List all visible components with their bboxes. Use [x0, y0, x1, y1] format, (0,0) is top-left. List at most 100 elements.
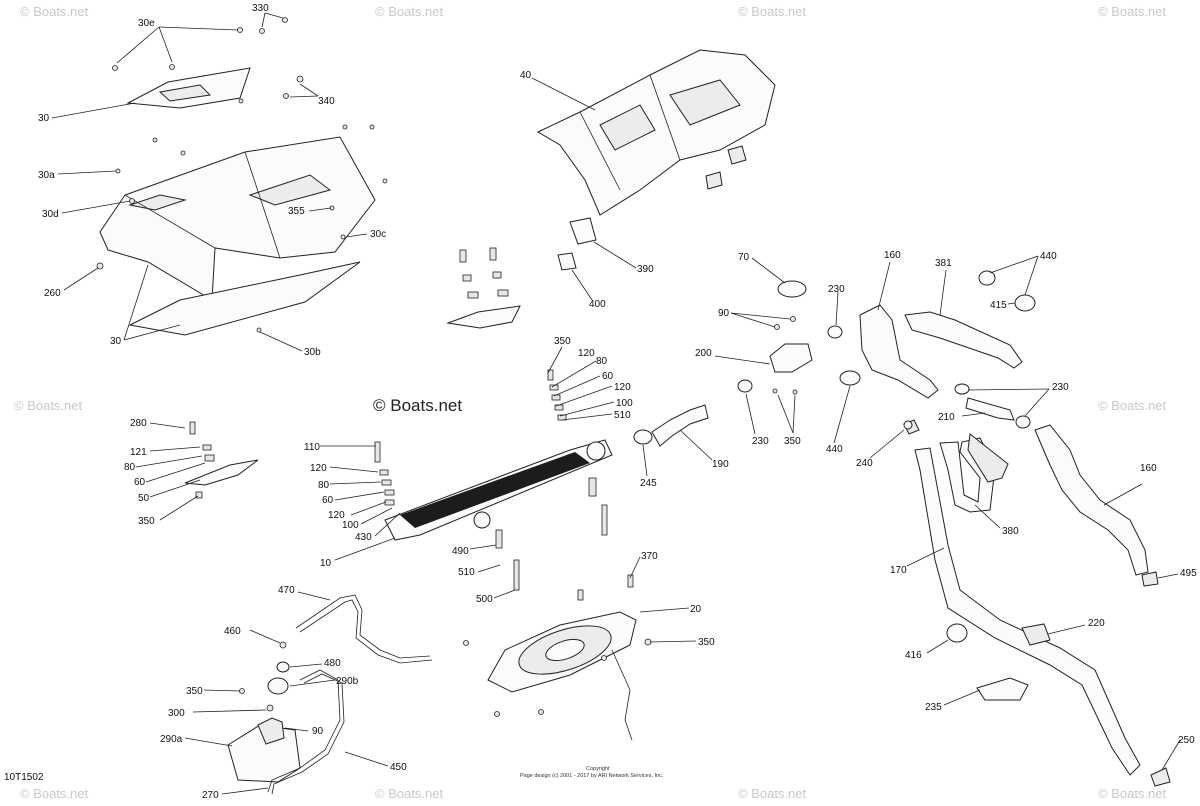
callout-label[interactable]: 160	[1140, 463, 1157, 474]
watermark: © Boats.net	[1098, 4, 1167, 19]
callout-label[interactable]: 350	[698, 637, 715, 648]
callout-labels: 330 30e 340 30 30a 30d 355 30c 260 30 30…	[38, 3, 1197, 801]
callout-label[interactable]: 170	[890, 565, 907, 576]
upper-panel-30[interactable]	[112, 17, 304, 109]
callout-label[interactable]: 340	[318, 96, 335, 107]
callout-label[interactable]: 381	[935, 258, 952, 269]
dash-housing-30[interactable]	[96, 124, 388, 336]
callout-label[interactable]: 120	[578, 348, 595, 359]
callout-label[interactable]: 300	[168, 708, 185, 719]
callout-label[interactable]: 80	[124, 462, 136, 473]
callout-label[interactable]: 80	[318, 480, 330, 491]
watermark: © Boats.net	[375, 786, 444, 801]
callout-label[interactable]: 30	[110, 336, 122, 347]
callout-label[interactable]: 460	[224, 626, 241, 637]
callout-label[interactable]: 110	[304, 442, 320, 453]
coolant-reservoir[interactable]	[227, 594, 433, 795]
callout-label[interactable]: 230	[828, 284, 845, 295]
watermark: © Boats.net	[1098, 786, 1167, 801]
callout-label[interactable]: 290a	[160, 734, 183, 745]
callout-label[interactable]: 190	[712, 459, 729, 470]
callout-label[interactable]: 80	[596, 356, 608, 367]
callout-label[interactable]: 280	[130, 418, 147, 429]
callout-label[interactable]: 90	[718, 308, 730, 319]
watermark: © Boats.net	[20, 4, 89, 19]
callout-label[interactable]: 480	[324, 658, 341, 669]
callout-label[interactable]: 500	[476, 594, 493, 605]
callout-label[interactable]: 30c	[370, 229, 386, 240]
callout-label[interactable]: 380	[1002, 526, 1019, 537]
callout-label[interactable]: 220	[1088, 618, 1105, 629]
callout-label[interactable]: 60	[602, 371, 614, 382]
callout-label[interactable]: 495	[1180, 568, 1197, 579]
callout-label[interactable]: 100	[616, 398, 633, 409]
callout-label[interactable]: 440	[826, 444, 843, 455]
callout-label[interactable]: 230	[752, 436, 769, 447]
watermark: © Boats.net	[738, 4, 807, 19]
callout-label[interactable]: 245	[640, 478, 657, 489]
callout-label[interactable]: 416	[905, 650, 922, 661]
callout-label[interactable]: 230	[1052, 382, 1069, 393]
air-box-40[interactable]	[536, 49, 776, 271]
callout-label[interactable]: 250	[1178, 735, 1195, 746]
callout-label[interactable]: 355	[288, 206, 305, 217]
main-watermark: © Boats.net	[373, 396, 462, 415]
callout-label[interactable]: 390	[637, 264, 654, 275]
watermark: © Boats.net	[738, 786, 807, 801]
callout-label[interactable]: 350	[186, 686, 203, 697]
callout-label[interactable]: 260	[44, 288, 61, 299]
callout-label[interactable]: 30d	[42, 209, 59, 220]
callout-label[interactable]: 430	[355, 532, 372, 543]
callout-label[interactable]: 120	[328, 510, 345, 521]
callout-label[interactable]: 490	[452, 546, 469, 557]
callout-label[interactable]: 40	[520, 70, 532, 81]
callout-label[interactable]: 235	[925, 702, 942, 713]
bracket-center[interactable]	[446, 247, 521, 329]
callout-label[interactable]: 60	[134, 477, 146, 488]
watermark: © Boats.net	[20, 786, 89, 801]
bracket-50[interactable]	[184, 421, 259, 499]
callout-label[interactable]: 100	[342, 520, 359, 531]
callout-label[interactable]: 290b	[336, 676, 359, 687]
callout-label[interactable]: 240	[856, 458, 873, 469]
watermark: © Boats.net	[1098, 398, 1167, 413]
callout-label[interactable]: 60	[322, 495, 334, 506]
callout-label[interactable]: 10	[320, 558, 332, 569]
footer-copyright: Copyright	[586, 766, 610, 772]
callout-label[interactable]: 350	[138, 516, 155, 527]
callout-label[interactable]: 20	[690, 604, 702, 615]
callout-label[interactable]: 90	[312, 726, 324, 737]
watermark: © Boats.net	[14, 398, 83, 413]
callout-label[interactable]: 440	[1040, 251, 1057, 262]
callout-label[interactable]: 160	[884, 250, 901, 261]
callout-label[interactable]: 121	[130, 447, 147, 458]
callout-label[interactable]: 30e	[138, 18, 155, 29]
footer-page-design: Page design (c) 2001 - 2017 by ARI Netwo…	[520, 773, 664, 779]
radiator-10[interactable]	[374, 369, 634, 601]
callout-label[interactable]: 400	[589, 299, 606, 310]
callout-label[interactable]: 370	[641, 551, 658, 562]
fan-20[interactable]	[463, 611, 652, 741]
callout-label[interactable]: 120	[310, 463, 327, 474]
diagram-code: 10T1502	[4, 772, 44, 783]
callout-label[interactable]: 30	[38, 113, 50, 124]
watermark-group: © Boats.net © Boats.net © Boats.net © Bo…	[14, 4, 1167, 801]
callout-label[interactable]: 50	[138, 493, 150, 504]
callout-label[interactable]: 70	[738, 252, 750, 263]
callout-label[interactable]: 510	[614, 410, 631, 421]
callout-label[interactable]: 30b	[304, 347, 321, 358]
callout-label[interactable]: 450	[390, 762, 407, 773]
callout-label[interactable]: 470	[278, 585, 295, 596]
callout-label[interactable]: 120	[614, 382, 631, 393]
coolant-hoses[interactable]	[633, 270, 1171, 787]
callout-label[interactable]: 210	[938, 412, 955, 423]
callout-label[interactable]: 30a	[38, 170, 55, 181]
callout-label[interactable]: 270	[202, 790, 219, 801]
callout-label[interactable]: 350	[784, 436, 801, 447]
callout-label[interactable]: 350	[554, 336, 571, 347]
callout-label[interactable]: 330	[252, 3, 269, 14]
callout-label[interactable]: 200	[695, 348, 712, 359]
callout-label[interactable]: 510	[458, 567, 475, 578]
callout-label[interactable]: 415	[990, 300, 1007, 311]
